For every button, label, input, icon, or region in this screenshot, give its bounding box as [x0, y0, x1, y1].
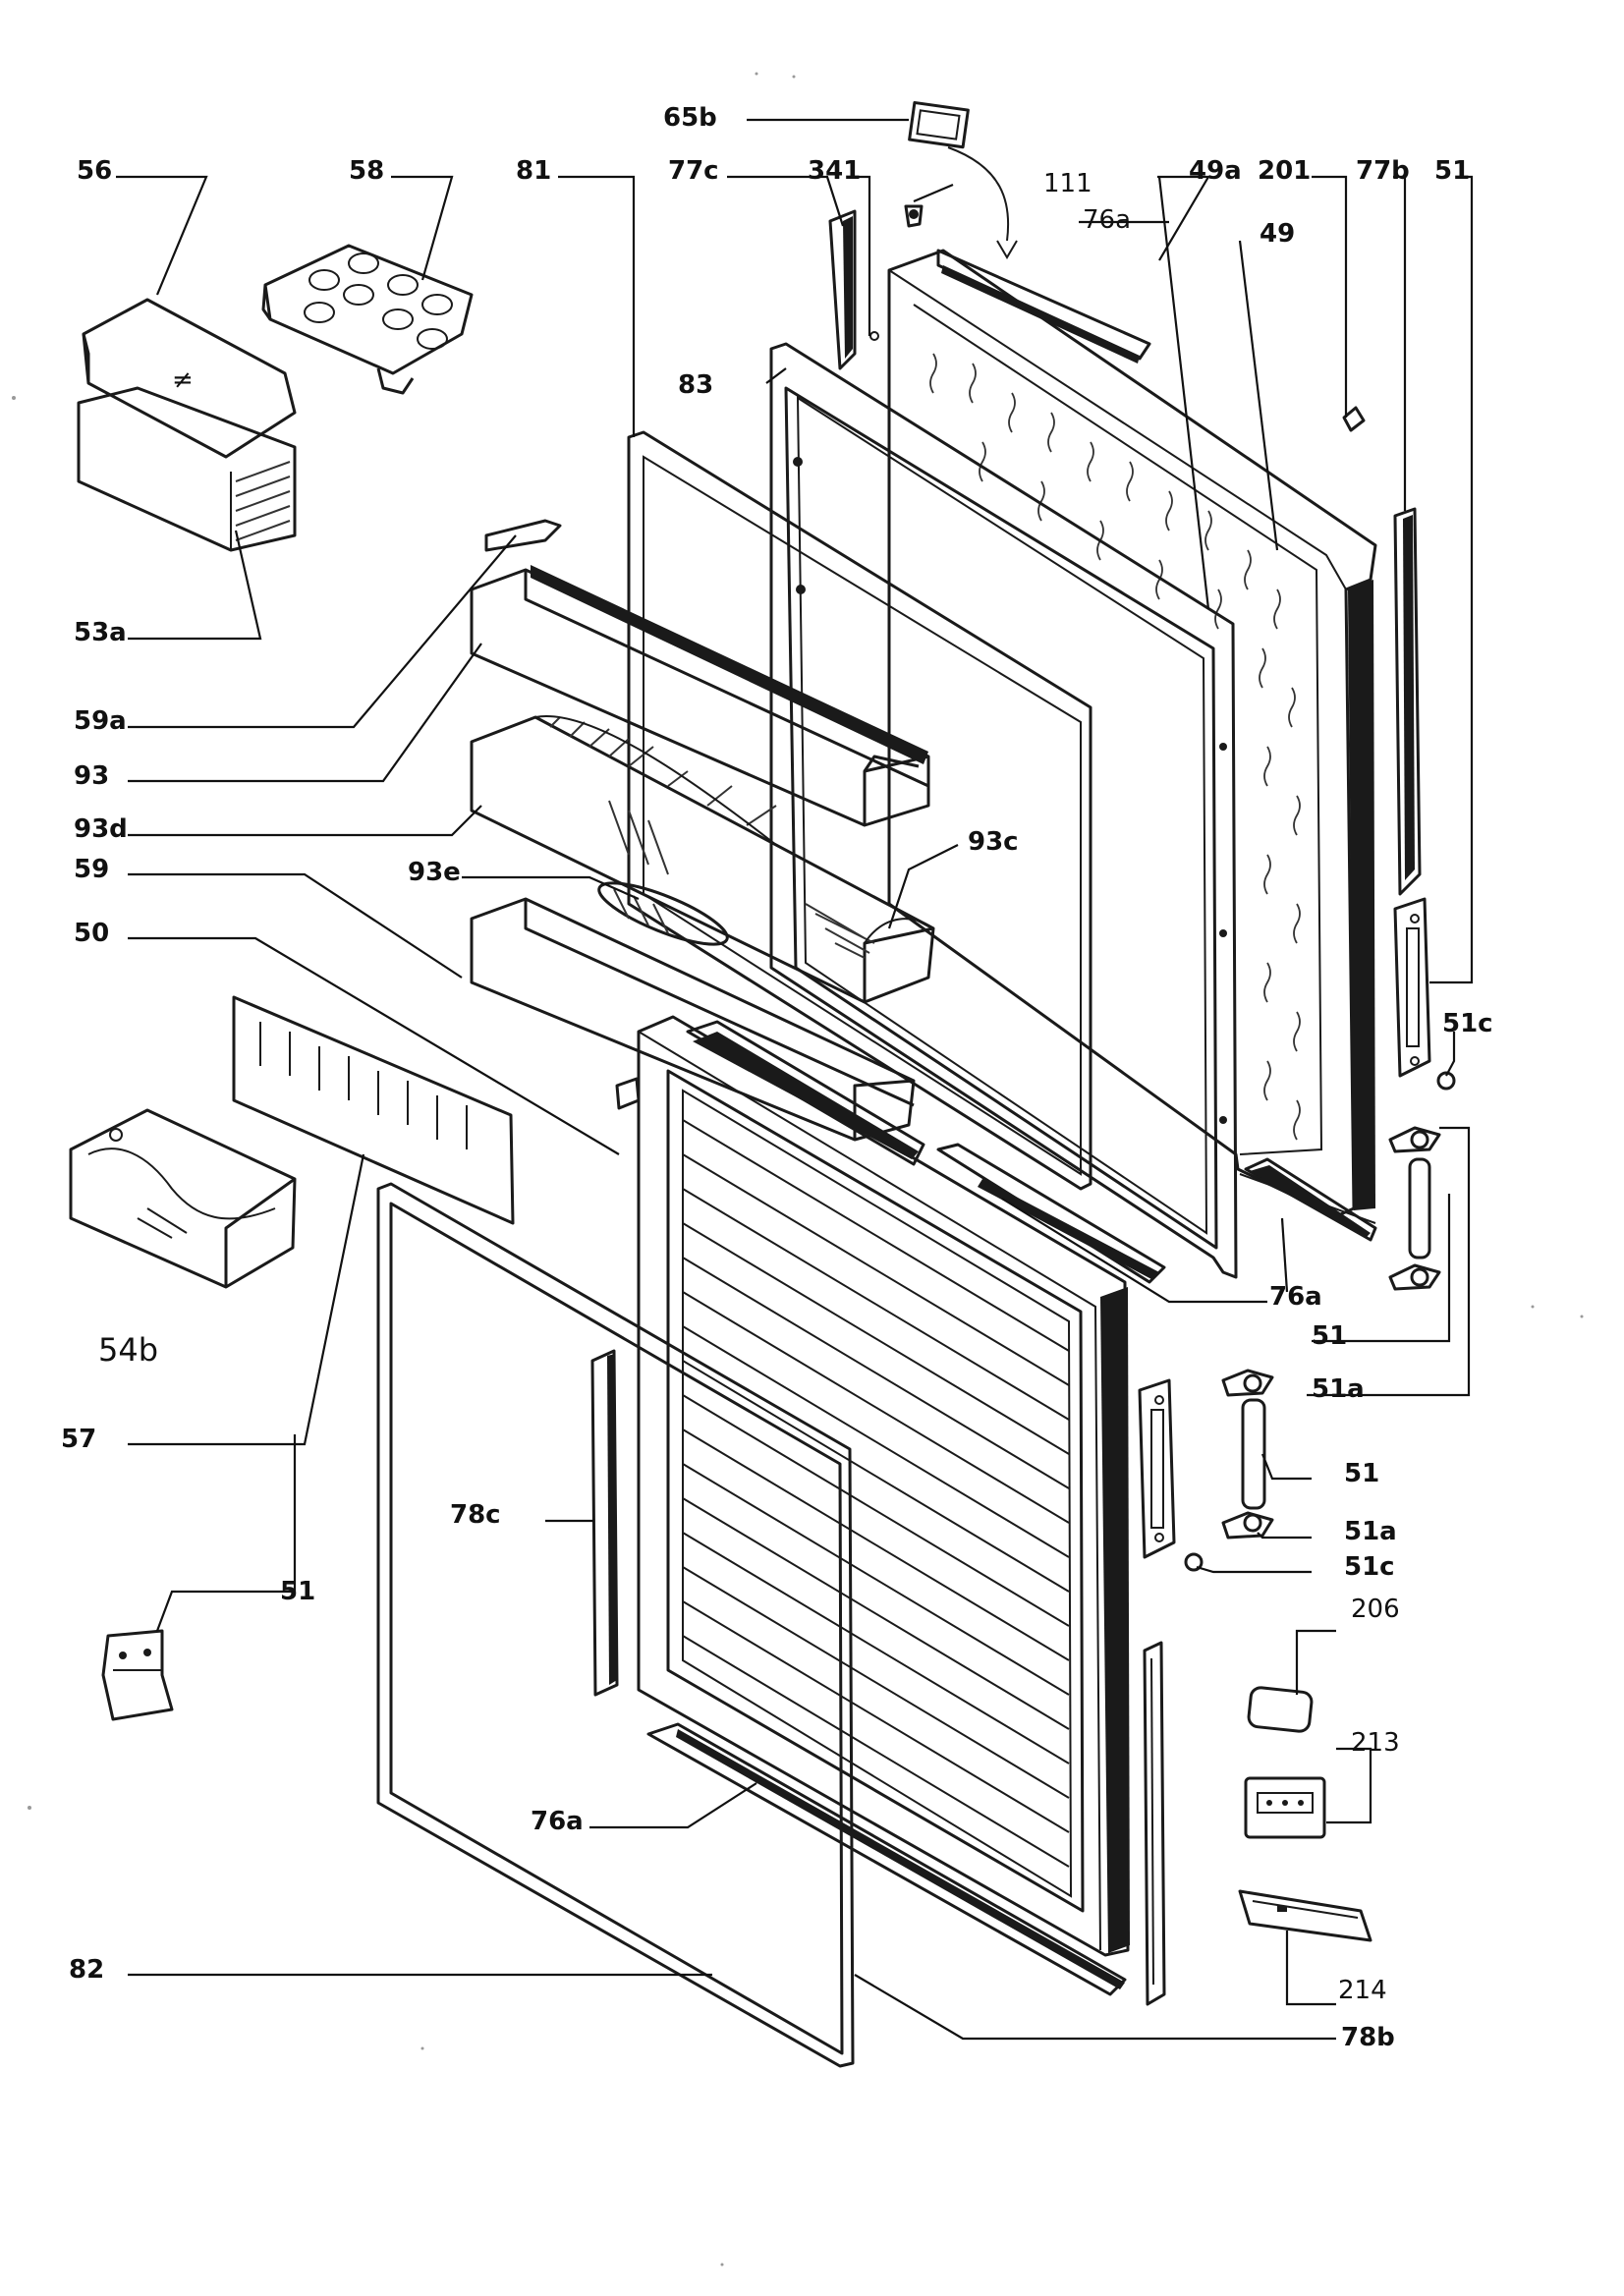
label-54b: 54b — [98, 1331, 158, 1369]
hinge-pin-top — [1388, 1126, 1441, 1291]
label-93: 93 — [74, 761, 109, 791]
lower-door-50 — [615, 1015, 1130, 1957]
egg-tray-part — [261, 244, 474, 395]
door-strip-76a-mid — [1244, 1157, 1377, 1242]
label-53a: 53a — [74, 618, 127, 647]
door-shelf-59 — [470, 881, 916, 1142]
label-93e: 93e — [408, 858, 461, 887]
callout-labels: 56 58 81 77c 341 65b 111 76a 49a 201 77b… — [61, 103, 1493, 2052]
label-76a-top: 76a — [1083, 205, 1131, 235]
side-strip-77b — [1393, 507, 1422, 896]
label-111: 111 — [1043, 169, 1092, 198]
butter-dish-part: ≠ — [77, 298, 297, 552]
part-206 — [1247, 1686, 1314, 1733]
label-93d: 93d — [74, 814, 128, 844]
label-58: 58 — [349, 156, 384, 186]
bin-54b — [69, 1108, 297, 1289]
svg-text:≠: ≠ — [172, 365, 194, 395]
label-50: 50 — [74, 919, 109, 948]
label-59a: 59a — [74, 706, 127, 736]
label-82: 82 — [69, 1955, 104, 1985]
label-78b: 78b — [1341, 2023, 1395, 2052]
hinge-pin-lower — [1221, 1369, 1274, 1540]
leader-lines — [116, 118, 1474, 2041]
door-shelf-93 — [470, 519, 930, 827]
label-214: 214 — [1338, 1976, 1387, 2005]
label-51-left: 51 — [280, 1577, 315, 1606]
label-341: 341 — [808, 156, 861, 186]
door-gasket-81 — [627, 430, 1092, 1191]
label-201: 201 — [1258, 156, 1311, 186]
panel-57 — [232, 995, 515, 1225]
door-strip-76a-low — [646, 1722, 1127, 1996]
label-77c: 77c — [668, 156, 719, 186]
label-51c-top: 51c — [1442, 1009, 1493, 1038]
label-49: 49 — [1260, 219, 1295, 249]
panel-insulation-pattern — [929, 353, 1301, 1141]
side-strip-78b — [1143, 1641, 1166, 2006]
label-206: 206 — [1351, 1595, 1400, 1624]
part-213 — [1244, 1776, 1326, 1839]
door-gasket-82 — [376, 1182, 855, 2068]
door-hardware-top — [828, 100, 1151, 370]
door-seal-frame-83 — [769, 342, 1238, 1279]
label-51a-mid: 51a — [1312, 1374, 1365, 1404]
label-57: 57 — [61, 1425, 96, 1454]
label-213: 213 — [1351, 1728, 1400, 1758]
scan-noise — [12, 72, 1584, 2267]
side-strip-78c — [590, 1349, 619, 1697]
label-49a: 49a — [1189, 156, 1242, 186]
label-77b: 77b — [1356, 156, 1410, 186]
label-76a-mid: 76a — [1269, 1282, 1322, 1312]
hinge-bracket-lower — [1138, 1378, 1204, 1572]
label-83: 83 — [678, 370, 713, 400]
label-51-hinge: 51 — [1344, 1459, 1379, 1488]
hinge-bracket-top — [1393, 897, 1456, 1091]
label-51-top: 51 — [1434, 156, 1470, 186]
label-59: 59 — [74, 855, 109, 884]
label-51c-low: 51c — [1344, 1552, 1395, 1582]
label-78c: 78c — [450, 1500, 501, 1530]
label-93c: 93c — [968, 827, 1019, 857]
label-81: 81 — [516, 156, 551, 186]
inner-door-panel-49 — [887, 249, 1377, 1224]
door-ribs — [682, 1119, 1070, 1868]
door-handle-51 — [101, 1629, 174, 1721]
label-65b: 65b — [663, 103, 717, 133]
label-56: 56 — [77, 156, 112, 186]
part-214 — [1238, 1889, 1372, 1942]
door-strip-76a-top-lower — [686, 1020, 1166, 1284]
label-51-mid: 51 — [1312, 1321, 1347, 1351]
label-76a-low: 76a — [531, 1807, 584, 1836]
label-51a-low: 51a — [1344, 1517, 1397, 1546]
bottle-shelf-93d — [470, 715, 935, 1004]
